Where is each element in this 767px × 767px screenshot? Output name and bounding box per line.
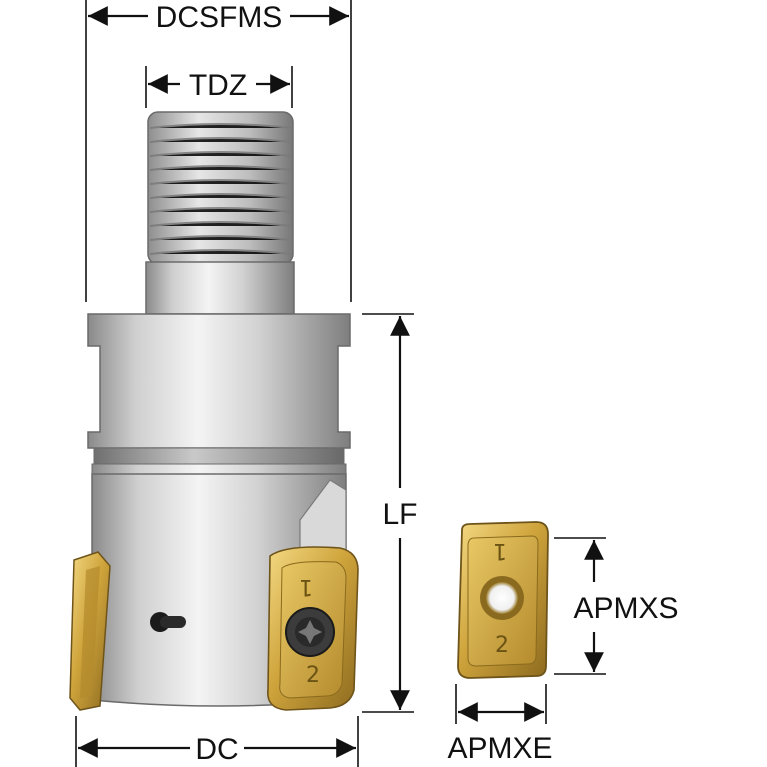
dim-label-tdz: TDZ [189, 69, 247, 102]
threaded-shank [147, 111, 294, 265]
dim-label-apmxs: APMXS [573, 592, 678, 625]
dim-label-lf: LF [382, 498, 417, 531]
dim-label-dcsfms: DCSFMS [156, 1, 283, 34]
dim-label-apmxe: APMXE [447, 732, 552, 765]
dimension-lines [75, 0, 606, 767]
upper-collar [87, 313, 351, 449]
insert-mark-1: 1 [299, 574, 313, 599]
front-insert: 1 2 [267, 546, 359, 711]
insert-mark-2: 2 [306, 663, 320, 688]
left-insert [69, 551, 111, 711]
insert-detail-mark-1: 1 [493, 538, 507, 563]
insert-detail: 1 2 [457, 521, 549, 679]
shank-neck [145, 261, 295, 315]
insert-detail-mark-2: 2 [495, 633, 509, 658]
dim-label-dc: DC [195, 733, 238, 766]
body-groove [93, 447, 345, 465]
